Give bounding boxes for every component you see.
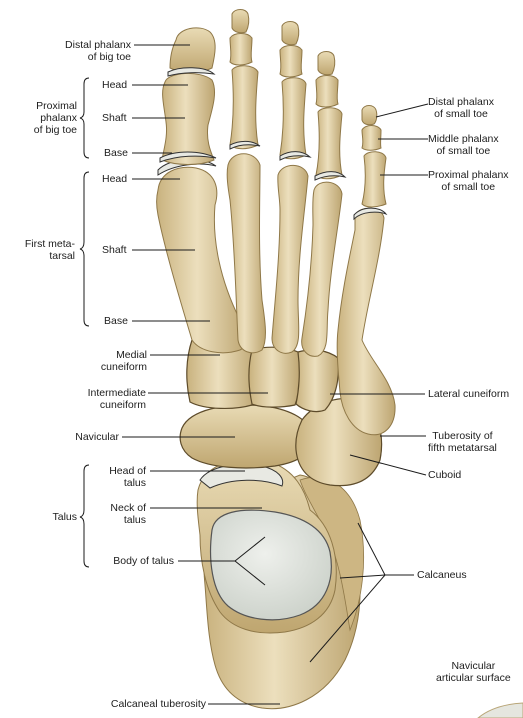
label-middle-phalanx-small-toe: Middle phalanx of small toe [428, 133, 499, 157]
third-toe-middle-phalanx [279, 45, 303, 78]
label-head-metatarsal: Head [102, 173, 128, 185]
label-head-of-talus: Head of talus [109, 465, 146, 489]
fourth-toe-mtp-cartilage [314, 171, 347, 181]
label-navicular: Navicular [75, 431, 119, 443]
label-first-metatarsal: First meta- tarsal [25, 238, 75, 262]
label-line: talus [123, 477, 146, 489]
label-intermediate-cuneiform: Intermediate cuneiform [88, 387, 146, 411]
label-shaft-phalanx: Shaft [102, 112, 127, 124]
lateral-cuneiform-bone [295, 349, 340, 413]
label-line: Proximal [36, 100, 77, 112]
label-neck-of-talus: Neck of talus [110, 502, 146, 526]
label-line: Medial [116, 349, 147, 361]
label-head-phalanx: Head [102, 79, 128, 91]
label-body-of-talus: Body of talus [113, 555, 174, 567]
label-line: of big toe [33, 124, 77, 136]
fourth-toe-middle-phalanx [315, 75, 339, 108]
third-toe-distal-phalanx [281, 21, 300, 46]
brackets [79, 77, 90, 568]
label-talus: Talus [52, 511, 77, 523]
label-line: fifth metatarsal [428, 442, 497, 454]
label-shaft-metatarsal: Shaft [102, 244, 127, 256]
label-line: Distal phalanx [428, 96, 494, 108]
label-line: Proximal phalanx [428, 169, 509, 181]
label-proximal-phalanx-big-toe: Proximal phalanx of big toe [34, 100, 77, 136]
label-medial-cuneiform: Medial cuneiform [101, 349, 147, 373]
proximal-phalanx-big-toe-bone [161, 73, 215, 165]
label-proximal-phalanx-small-toe: Proximal phalanx of small toe [428, 169, 509, 193]
second-toe-distal-phalanx [231, 9, 250, 34]
label-line: cuneiform [100, 361, 147, 373]
label-tuberosity-fifth-metatarsal: Tuberosity of fifth metatarsal [428, 430, 497, 454]
fourth-toe-proximal-phalanx [315, 107, 343, 180]
second-toe-middle-phalanx [229, 33, 253, 66]
label-line: talus [123, 514, 146, 526]
label-line: Head of [109, 465, 146, 477]
navicular-articular-surface-corner [477, 702, 523, 718]
label-base-phalanx: Base [104, 147, 128, 159]
label-navicular-articular-surface: Navicular articular surface [436, 660, 511, 684]
label-line: cuneiform [99, 399, 146, 411]
talus-trochlea-cartilage [209, 509, 332, 621]
proximal-phalanx-big-toe-base-cartilage [159, 151, 217, 163]
label-lateral-cuneiform: Lateral cuneiform [428, 388, 510, 400]
label-line: Intermediate [87, 387, 146, 399]
label-cuboid: Cuboid [428, 469, 462, 481]
fifth-metatarsal-head-cartilage [353, 207, 388, 221]
label-distal-phalanx-small-toe: Distal phalanx of small toe [428, 96, 494, 120]
label-line: Middle phalanx [428, 133, 499, 145]
navicular-bone [179, 404, 313, 469]
label-distal-phalanx-big-toe: Distal phalanx of big toe [65, 39, 131, 63]
label-calcaneal-tuberosity: Calcaneal tuberosity [110, 698, 206, 710]
fourth-metatarsal-bone [301, 181, 343, 357]
label-line: articular surface [436, 672, 511, 684]
label-line: Navicular [451, 660, 496, 672]
small-toe-middle-phalanx [361, 125, 382, 151]
fifth-metatarsal-bone [336, 207, 396, 436]
label-line: Tuberosity of [432, 430, 493, 442]
label-line: of small toe [441, 181, 496, 193]
intermediate-cuneiform-bone [248, 346, 301, 408]
small-toe-distal-phalanx [361, 105, 378, 126]
distal-phalanx-big-toe-cartilage [167, 67, 216, 77]
label-line: Neck of [110, 502, 146, 514]
label-line: of small toe [434, 108, 488, 120]
second-toe-proximal-phalanx [229, 65, 259, 150]
fourth-toe-distal-phalanx [317, 51, 336, 76]
distal-phalanx-big-toe-bone [169, 27, 216, 73]
label-line: phalanx [40, 112, 77, 124]
second-toe-mtp-cartilage [229, 140, 261, 150]
leader-lines [122, 44, 429, 705]
label-calcaneus: Calcaneus [417, 569, 467, 581]
label-line: First meta- [24, 238, 75, 250]
label-line: Distal phalanx [65, 39, 131, 51]
third-toe-mtp-cartilage [279, 151, 312, 161]
small-toe-proximal-phalanx [361, 151, 387, 208]
third-toe-proximal-phalanx [279, 77, 307, 160]
label-line: tarsal [49, 250, 75, 262]
label-base-metatarsal: Base [104, 315, 128, 327]
label-line: of small toe [436, 145, 491, 157]
third-metatarsal-bone [271, 164, 309, 354]
second-metatarsal-bone [226, 153, 266, 354]
label-line: of big toe [87, 51, 131, 63]
